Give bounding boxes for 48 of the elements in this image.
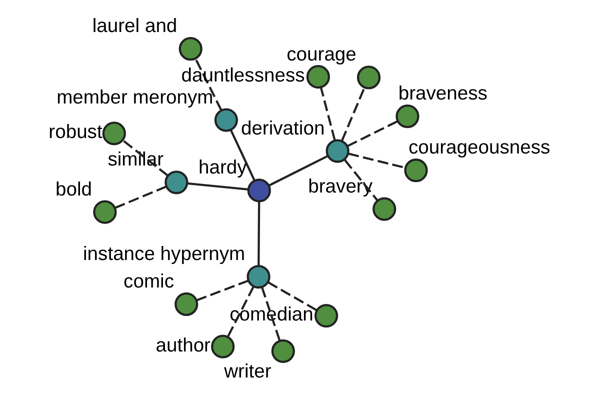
node-circle	[246, 178, 270, 202]
node-circle	[325, 139, 349, 163]
connector	[226, 286, 254, 337]
connector	[194, 58, 222, 111]
node-circle	[174, 292, 198, 316]
node-circle	[314, 304, 338, 328]
node-circle	[404, 158, 428, 182]
node-circle	[210, 334, 234, 358]
node-label: dauntlessness	[180, 66, 304, 87]
connector	[186, 182, 248, 190]
connector	[340, 88, 365, 142]
connector	[348, 152, 404, 169]
node-label: member meronym	[56, 87, 213, 108]
node-label: instance hypernym	[82, 244, 245, 266]
connector	[266, 281, 317, 312]
node-label: courage	[286, 44, 356, 66]
connector	[346, 120, 398, 148]
node-label: robust	[48, 122, 102, 144]
node-circle	[246, 264, 270, 289]
node-circle	[102, 122, 126, 146]
node-label: comedian	[229, 304, 313, 326]
node-label: writer	[224, 361, 271, 382]
node-circle	[270, 339, 294, 363]
node-circle	[306, 65, 330, 89]
node-label: braveness	[398, 84, 487, 105]
node-label: bold	[55, 179, 92, 200]
node-label: hardy	[198, 158, 246, 179]
node-circle	[356, 66, 380, 90]
node-label: similar	[107, 150, 164, 171]
node-label: comic	[123, 271, 174, 292]
connector	[114, 186, 166, 209]
node-circle	[178, 37, 202, 61]
node-circle	[164, 170, 188, 194]
connector	[257, 202, 260, 266]
node-label: derivation	[240, 118, 324, 140]
node-label: author	[155, 335, 210, 356]
node-circle	[214, 108, 238, 132]
node-circle	[372, 197, 396, 221]
node-circle	[92, 200, 116, 224]
node-circle	[395, 104, 419, 128]
connector	[268, 154, 328, 187]
node-label: courageousness	[408, 138, 550, 159]
connector	[229, 130, 256, 182]
connector	[122, 140, 168, 176]
node-label: laurel and	[92, 16, 177, 38]
connector	[196, 280, 248, 302]
connector	[319, 87, 336, 140]
connector	[260, 286, 280, 341]
